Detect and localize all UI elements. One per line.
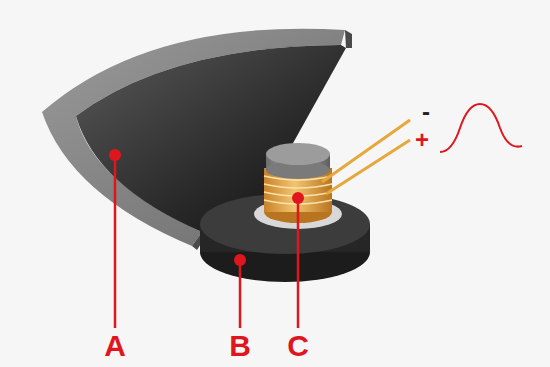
part-letter: C (287, 331, 309, 361)
polarity-sign: - (422, 100, 430, 124)
polarity-sign: + (415, 128, 429, 152)
wires (322, 120, 410, 194)
leader-dots (109, 149, 304, 266)
part-letter: A (104, 331, 126, 361)
speaker-cone (42, 29, 352, 250)
leader-lines (115, 155, 298, 328)
part-letter: B (229, 331, 251, 361)
sine-wave (440, 104, 522, 152)
